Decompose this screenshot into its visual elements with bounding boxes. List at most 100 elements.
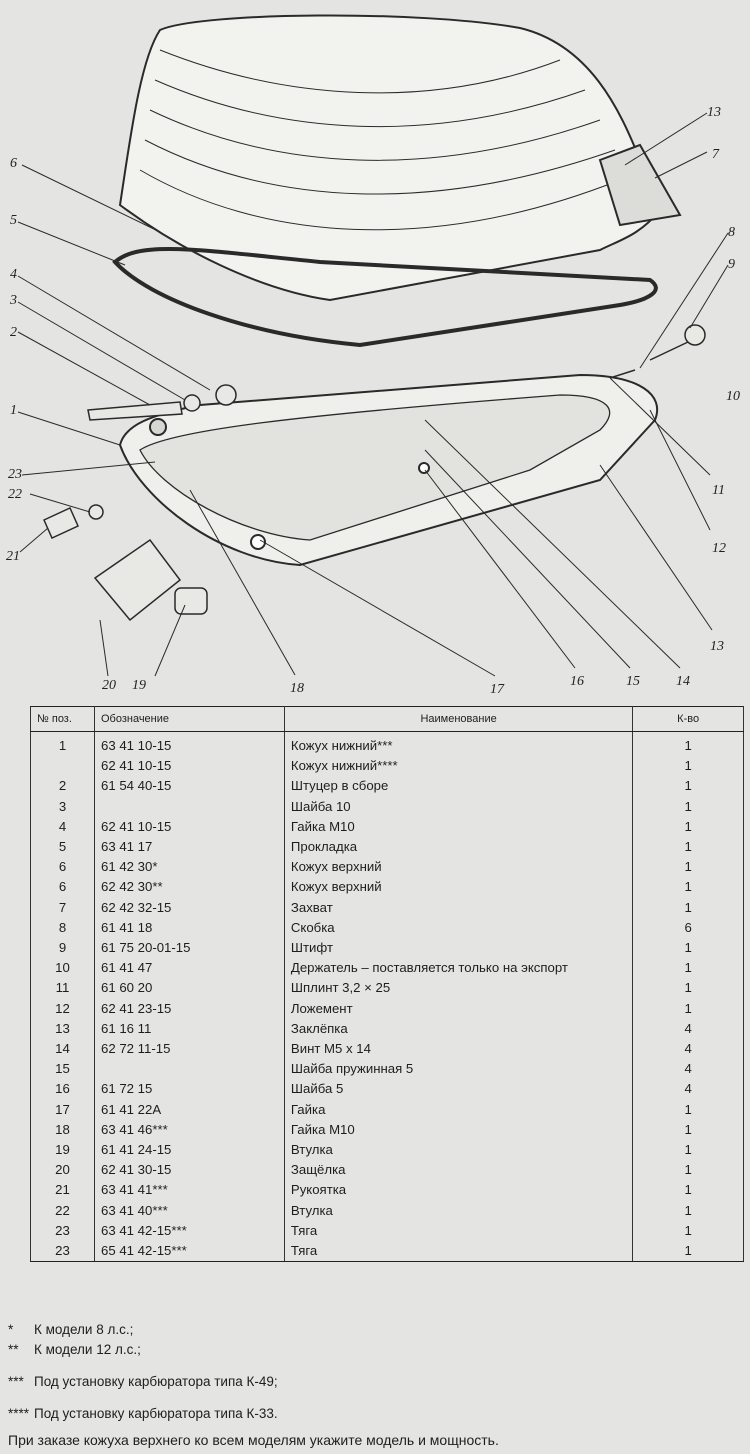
cell-pos: 16 (30, 1079, 95, 1100)
cell-pos: 2 (30, 776, 95, 797)
cell-qty: 1 (632, 796, 744, 817)
cell-name: Захват (283, 897, 634, 918)
cell-pos (30, 756, 95, 777)
footnote-mark: ** (8, 1342, 19, 1357)
cell-designation: 63 41 40*** (93, 1200, 285, 1221)
cell-name: Кожух верхний (283, 877, 634, 898)
callout-4: 4 (10, 267, 17, 282)
cell-designation: 62 42 32-15 (93, 897, 285, 918)
cell-qty: 4 (632, 1059, 744, 1080)
footnote-item: **К модели 12 л.с.; (8, 1340, 278, 1360)
cell-name: Гайка (283, 1099, 634, 1120)
cell-designation: 63 41 41*** (93, 1180, 285, 1201)
cell-pos: 23 (30, 1220, 95, 1242)
cell-pos: 9 (30, 938, 95, 959)
cell-designation: 62 41 10-15 (93, 816, 285, 838)
cell-designation: 61 16 11 (93, 1018, 285, 1040)
cell-qty: 1 (632, 1099, 744, 1120)
table-header-row: № поз. Обозначение Наименование К-во (30, 706, 744, 732)
callout-14: 14 (676, 674, 690, 689)
callout-11: 11 (712, 483, 725, 498)
cell-designation: 61 41 22А (93, 1099, 285, 1120)
cell-designation: 62 41 23-15 (93, 998, 285, 1019)
callout-labels: 1 2 3 4 5 6 7 8 9 10 11 12 13 13 14 15 1… (6, 105, 740, 697)
cell-qty: 1 (632, 877, 744, 898)
cell-pos: 12 (30, 998, 95, 1019)
cell-designation: 62 41 10-15 (93, 756, 285, 777)
cell-designation: 63 41 46*** (93, 1119, 285, 1141)
cell-name: Втулка (283, 1140, 634, 1161)
header-designation: Обозначение (93, 706, 285, 732)
callout-22: 22 (8, 487, 22, 502)
cell-qty: 1 (632, 998, 744, 1019)
cell-qty: 1 (632, 816, 744, 838)
callout-13-bottom: 13 (710, 639, 724, 654)
parts-table: № поз. Обозначение Наименование К-во 1 63… (30, 706, 744, 1263)
upper-cover-drawing (118, 14, 682, 302)
cell-qty: 1 (632, 837, 744, 858)
callout-2: 2 (10, 325, 17, 340)
cell-qty: 1 (632, 1160, 744, 1181)
cell-pos: 8 (30, 917, 95, 939)
cell-name: Шплинт 3,2 × 25 (283, 978, 634, 999)
callout-21: 21 (6, 549, 20, 564)
order-note: При заказе кожуха верхнего ко всем модел… (8, 1432, 499, 1448)
cell-designation: 62 72 11-15 (93, 1039, 285, 1060)
cell-qty: 4 (632, 1079, 744, 1100)
callout-10: 10 (726, 389, 740, 404)
lower-cover-drawing (118, 373, 658, 567)
cell-designation: 61 42 30* (93, 857, 285, 878)
cell-pos: 22 (30, 1200, 95, 1221)
cell-pos: 17 (30, 1099, 95, 1120)
cell-name: Ложемент (283, 998, 634, 1019)
cell-qty: 1 (632, 938, 744, 959)
cell-qty: 1 (632, 958, 744, 979)
cell-designation: 61 41 18 (93, 917, 285, 939)
cell-pos: 5 (30, 837, 95, 858)
cell-name: Рукоятка (283, 1180, 634, 1201)
cell-name: Шайба пружинная 5 (283, 1059, 634, 1080)
cell-pos: 11 (30, 978, 95, 999)
footnote-text: К модели 8 л.с.; (34, 1322, 134, 1337)
callout-19: 19 (132, 678, 146, 693)
cell-pos: 18 (30, 1119, 95, 1141)
cell-pos: 1 (30, 731, 95, 757)
callout-9: 9 (728, 257, 735, 272)
cell-qty: 1 (632, 756, 744, 777)
callout-15: 15 (626, 674, 640, 689)
cell-qty: 1 (632, 978, 744, 999)
cell-qty: 1 (632, 1119, 744, 1141)
footnote-item: ***Под установку карбюратора типа К-49; (8, 1372, 278, 1392)
cell-designation (93, 796, 285, 817)
cell-qty: 1 (632, 1220, 744, 1242)
cell-name: Шайба 5 (283, 1079, 634, 1100)
cell-pos: 7 (30, 897, 95, 918)
callout-5: 5 (10, 213, 17, 228)
cell-qty: 4 (632, 1018, 744, 1040)
cell-designation (93, 1059, 285, 1080)
cell-pos: 23 (30, 1241, 95, 1263)
cell-pos: 6 (30, 877, 95, 898)
cell-name: Штифт (283, 938, 634, 959)
cell-name: Кожух нижний**** (283, 756, 634, 777)
cell-name: Скобка (283, 917, 634, 939)
header-qty: К-во (632, 706, 744, 732)
cell-name: Тяга (283, 1220, 634, 1242)
cell-qty: 1 (632, 897, 744, 918)
cell-qty: 1 (632, 776, 744, 797)
footnote-text: Под установку карбюратора типа К-49; (34, 1374, 278, 1389)
footnotes: *К модели 8 л.с.; **К модели 12 л.с.; **… (8, 1320, 278, 1424)
callout-8: 8 (728, 225, 735, 240)
